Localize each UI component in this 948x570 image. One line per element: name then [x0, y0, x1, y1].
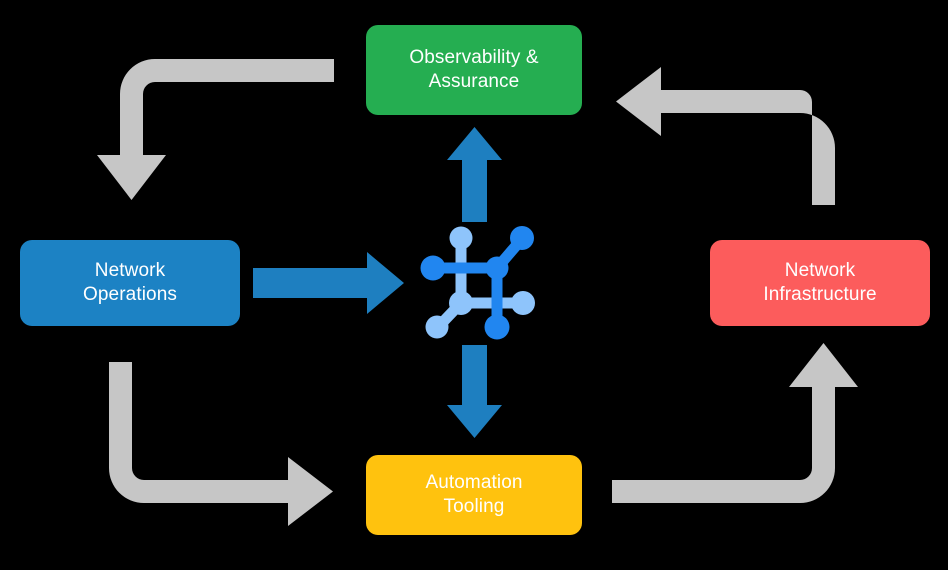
- flow-arrow-core-to-observability: [447, 127, 502, 222]
- box-observability-assurance[interactable]: Observability & Assurance: [366, 25, 582, 115]
- network-node-top-left-stub: [449, 226, 473, 250]
- box-observability-label: Observability & Assurance: [409, 46, 539, 92]
- flow-arrow-core-to-automation: [447, 345, 502, 438]
- network-node-center-hub: [485, 256, 509, 280]
- network-node-bottom-left: [425, 315, 449, 339]
- network-node-lower-left-hub: [449, 291, 473, 315]
- network-node-right: [511, 291, 535, 315]
- cycle-arrow-infrastructure-to-observability: [616, 67, 835, 205]
- network-node-top-right: [510, 226, 534, 250]
- box-infrastructure-label: Network Infrastructure: [763, 259, 877, 305]
- cycle-arrow-operations-to-automation: [109, 362, 333, 526]
- flow-arrow-operations-to-core: [253, 252, 404, 314]
- box-network-infrastructure[interactable]: Network Infrastructure: [710, 240, 930, 326]
- box-network-operations[interactable]: Network Operations: [20, 240, 240, 326]
- box-automation-label: Automation Tooling: [425, 471, 523, 517]
- box-operations-label: Network Operations: [83, 259, 177, 305]
- cycle-arrow-observability-to-operations: [97, 59, 334, 200]
- box-automation-tooling[interactable]: Automation Tooling: [366, 455, 582, 535]
- network-node-left-hub: [420, 255, 446, 281]
- cycle-arrow-automation-to-infrastructure: [612, 343, 858, 503]
- network-node-bottom: [484, 314, 510, 340]
